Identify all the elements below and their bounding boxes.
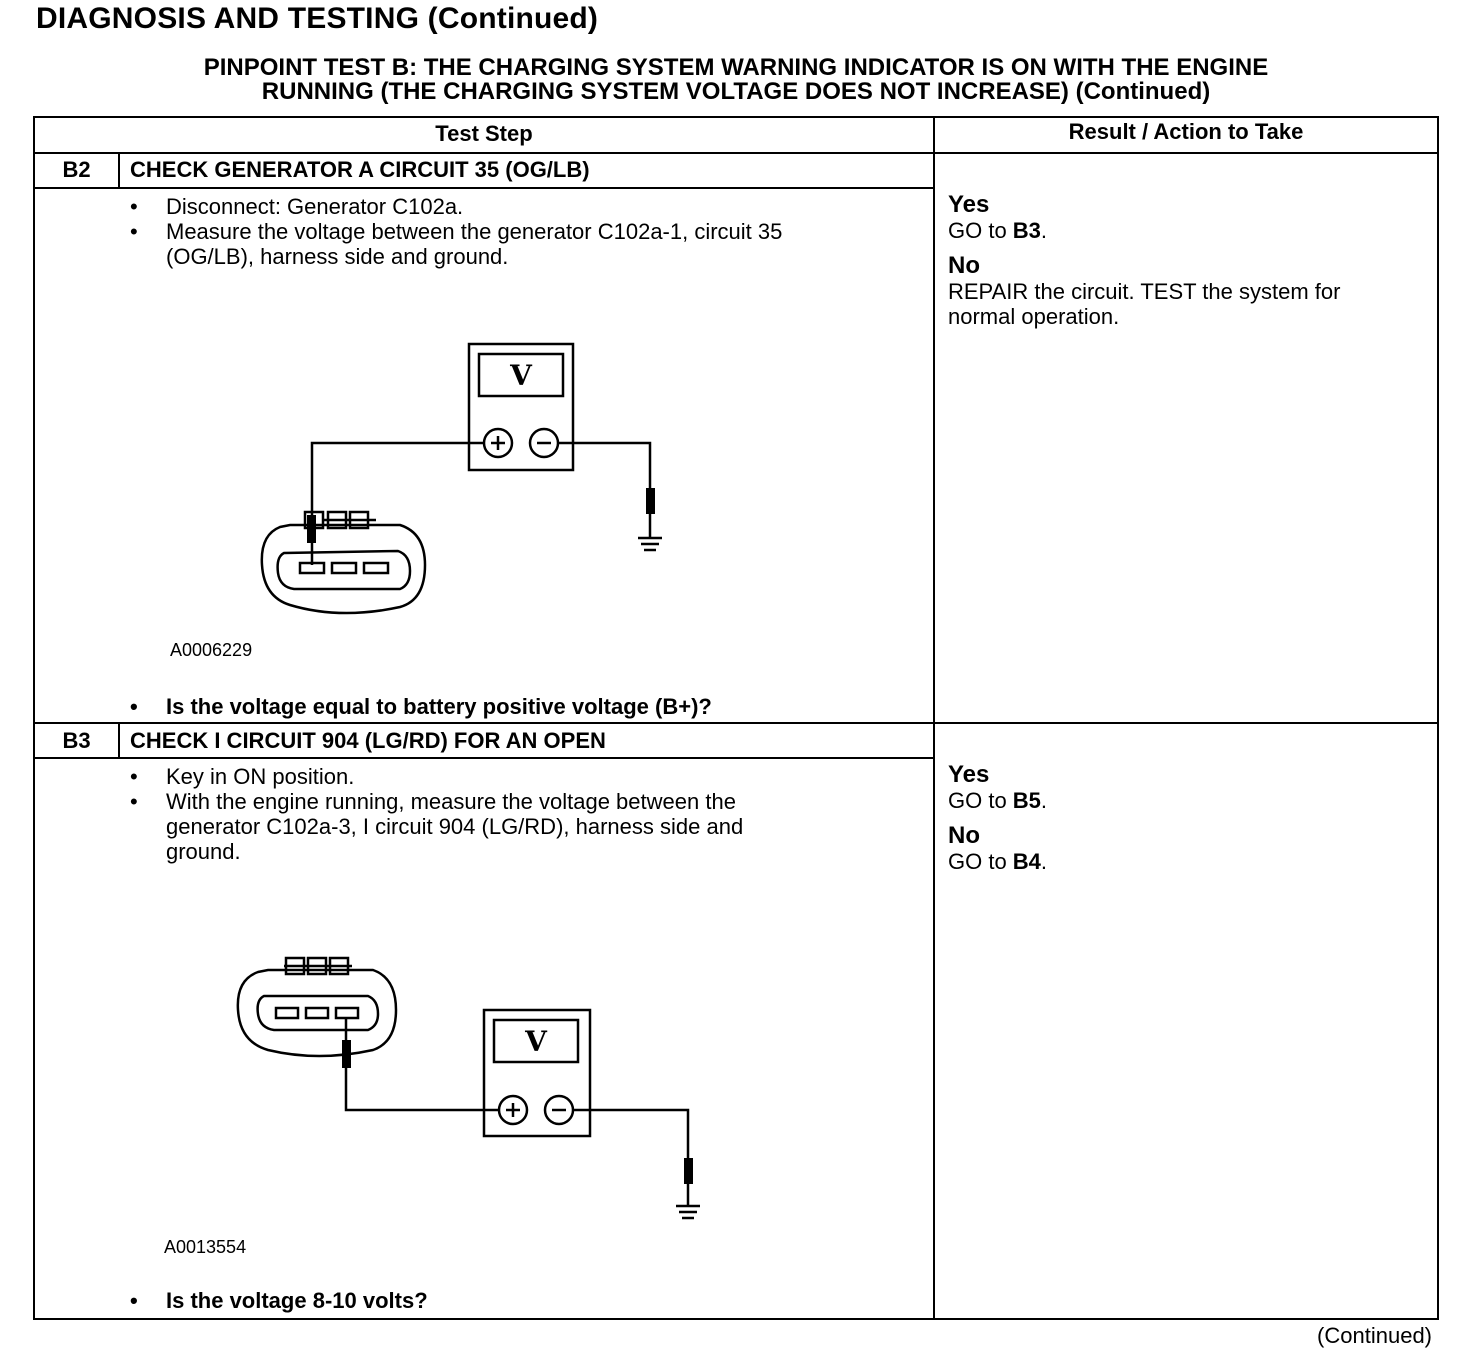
b3-yes-target: B5 (1012, 788, 1041, 813)
b3-yes-action: GO to B5. (948, 788, 1048, 813)
test-table (33, 116, 1439, 1320)
connector-probe (307, 515, 316, 543)
connector-probe (342, 1040, 351, 1068)
b3-bullet-2: With the engine running, measure the vol… (166, 789, 736, 814)
voltmeter-body (467, 342, 575, 472)
b3-no-action: GO to B4. (948, 849, 1048, 874)
negative-lead (558, 441, 652, 490)
b2-bullet-2: Measure the voltage between the generato… (166, 219, 783, 244)
b2-bullet-2-cont: (OG/LB), harness side and ground. (166, 244, 509, 269)
connector-c102a-icon (236, 956, 398, 1058)
step-id-b2: B2 (62, 157, 91, 182)
b3-bullet-2-cont-2: ground. (166, 839, 241, 864)
step-title-b2: CHECK GENERATOR A CIRCUIT 35 (OG/LB) (130, 157, 590, 182)
b3-title-divider (33, 757, 935, 759)
b2-voltmeter-diagram: V (260, 342, 662, 615)
b3-yes-label: Yes (948, 761, 990, 788)
col-header-result: Result / Action to Take (1068, 119, 1304, 144)
b2-yes-action: GO to B3. (948, 218, 1048, 243)
b2-yes-target: B3 (1012, 218, 1041, 243)
voltmeter-display (477, 352, 565, 398)
b2-question-text: Is the voltage equal to battery positive… (166, 694, 712, 719)
b2-title-divider (33, 187, 935, 189)
b3-no-target: B4 (1012, 849, 1041, 874)
b2-bullet-1: Disconnect: Generator C102a. (166, 194, 464, 219)
column-divider (933, 116, 935, 1320)
b2-yes-label: Yes (948, 191, 990, 218)
pinpoint-test-title: PINPOINT TEST B: THE CHARGING SYSTEM WAR… (36, 56, 1436, 104)
list-item: •With the engine running, measure the vo… (130, 789, 736, 814)
negative-lead (573, 1108, 690, 1160)
voltmeter-body (482, 1008, 592, 1138)
b2-no-action-line-1: REPAIR the circuit. TEST the system for (948, 279, 1341, 304)
connector-c102a-icon (260, 510, 427, 615)
step-id-b3: B3 (62, 728, 91, 753)
header-divider (33, 152, 1439, 154)
b2-no-action-line-2: normal operation. (948, 304, 1120, 329)
page-title: DIAGNOSIS AND TESTING (Continued) (36, 2, 599, 35)
test-title-line-2: RUNNING (THE CHARGING SYSTEM VOLTAGE DOE… (261, 78, 1211, 105)
b2-instructions: •Disconnect: Generator C102a. •Measure t… (130, 194, 920, 269)
step-title-b3: CHECK I CIRCUIT 904 (LG/RD) FOR AN OPEN (130, 728, 606, 753)
ground-probe (684, 1158, 693, 1184)
b3-row-divider (33, 722, 1439, 724)
voltmeter-label: V (524, 1025, 548, 1058)
continued-note: (Continued) (1317, 1323, 1432, 1348)
b3-figure-id: A0013554 (164, 1237, 247, 1257)
col-header-test-step: Test Step (435, 121, 533, 146)
ground-probe (646, 488, 655, 514)
b3-bullet-1: Key in ON position. (166, 764, 355, 789)
voltmeter-display (492, 1018, 580, 1064)
b2-no-label: No (948, 252, 980, 279)
b3-results: Yes GO to B5. No GO to B4. (948, 761, 1428, 875)
b2-figure-id: A0006229 (170, 640, 253, 660)
list-item: •Is the voltage 8-10 volts? (130, 1288, 428, 1313)
b2-id-divider (118, 152, 120, 188)
list-item-continued: generator C102a-3, I circuit 904 (LG/RD)… (130, 814, 920, 839)
b2-question: •Is the voltage equal to battery positiv… (130, 694, 920, 719)
b3-bullet-2-cont-1: generator C102a-3, I circuit 904 (LG/RD)… (166, 814, 744, 839)
test-title-line-1: PINPOINT TEST B: THE CHARGING SYSTEM WAR… (203, 54, 1269, 81)
list-item-continued: ground. (130, 839, 920, 864)
list-item-continued: (OG/LB), harness side and ground. (130, 244, 920, 269)
positive-lead (310, 441, 484, 515)
b3-question: •Is the voltage 8-10 volts? (130, 1288, 920, 1313)
list-item: •Measure the voltage between the generat… (130, 219, 783, 244)
b3-question-text: Is the voltage 8-10 volts? (166, 1288, 428, 1313)
b3-voltmeter-diagram: V (236, 956, 700, 1220)
b3-id-divider (118, 722, 120, 758)
b3-no-label: No (948, 822, 980, 849)
list-item: •Key in ON position. (130, 764, 355, 789)
b3-instructions: •Key in ON position. •With the engine ru… (130, 764, 920, 864)
voltmeter-label: V (509, 359, 533, 392)
list-item: •Disconnect: Generator C102a. (130, 194, 464, 219)
b2-results: Yes GO to B3. No REPAIR the circuit. TES… (948, 191, 1428, 330)
list-item: •Is the voltage equal to battery positiv… (130, 694, 712, 719)
ground-symbol-icon (676, 1184, 700, 1220)
ground-symbol-icon (638, 514, 662, 552)
positive-lead (344, 1068, 499, 1112)
